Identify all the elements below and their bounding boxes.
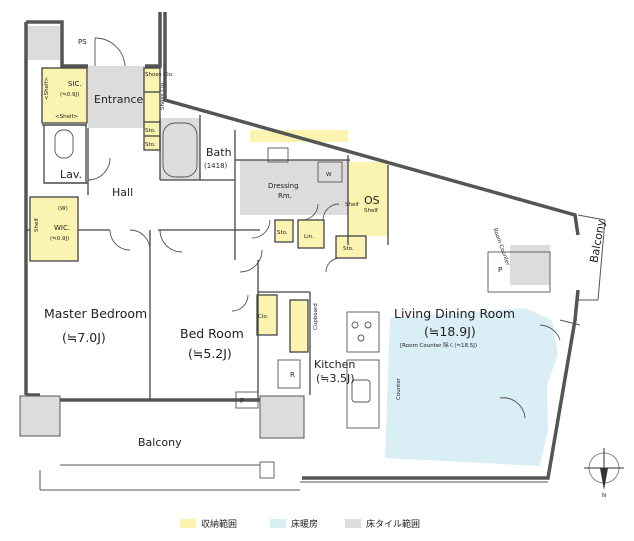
pillar-middle [259, 395, 305, 439]
storage-wic [30, 197, 78, 261]
label-os: OS [364, 194, 380, 207]
pipe-space-bottom [235, 391, 259, 409]
label-sto-dressing: Sto. [277, 230, 288, 236]
tile-area-balcony-pillar [510, 245, 550, 285]
label-lav: Lav. [60, 168, 82, 181]
label-wic-shelf: Shelf [34, 217, 40, 232]
tile-area-ps [26, 26, 60, 60]
tile-area-entrance [88, 66, 145, 128]
door-swings [87, 37, 561, 419]
compass-north-label: N [602, 493, 606, 499]
pipe-space-right [487, 251, 551, 293]
storage-sic [42, 68, 87, 123]
legend-storage-label: 収納範囲 [201, 520, 238, 530]
label-entrance: Entrance [94, 93, 144, 106]
label-room-counter: Room Counter [491, 227, 510, 267]
label-sto-entrance-1: Sto. [145, 128, 156, 134]
storage-os [348, 162, 388, 236]
label-wic-w: (W) [58, 206, 68, 212]
label-clo: Clo. [258, 314, 269, 320]
label-bed-room: Bed Room [180, 326, 244, 341]
label-counter: Counter [396, 377, 402, 400]
label-os-shelf-left: Shelf [345, 202, 360, 208]
label-shoes-clo-2: Shoes Clo. [160, 81, 166, 110]
label-shelf-left: <Shelf> [44, 77, 50, 100]
interior-walls [26, 67, 389, 400]
label-kitchen-area: (≒3.5J) [316, 372, 355, 385]
label-living: Living Dining Room [394, 306, 515, 321]
label-dressing-1: Dressing [268, 182, 299, 190]
label-balcony-bottom: Balcony [138, 436, 182, 449]
sink-icon [351, 379, 371, 403]
label-bath: Bath [206, 146, 232, 159]
label-wic-area: (≒0.9J) [50, 236, 69, 242]
label-dressing-2: Rm. [278, 192, 292, 200]
balcony-right-outline [559, 214, 606, 326]
legend-tile: 床タイル範囲 [345, 517, 420, 530]
label-master-area: (≒7.0J) [62, 330, 106, 345]
storage-cupboard [290, 300, 308, 352]
label-os-shelf: Shelf [364, 208, 379, 214]
legend-tile-swatch [345, 519, 361, 528]
legend-storage-swatch [180, 519, 196, 528]
label-bed-area: (≒5.2J) [188, 346, 232, 361]
tile-area-bath [160, 118, 200, 180]
bathtub-icon [162, 122, 198, 178]
label-hall: Hall [112, 186, 133, 199]
toilet-icon [54, 129, 74, 159]
label-bath-size: (1418) [204, 162, 228, 170]
label-sto-entrance-2: Sto. [145, 142, 156, 148]
storage-sto-os [336, 236, 366, 258]
label-ps: PS [78, 38, 87, 46]
label-wic: WIC. [54, 224, 70, 232]
legend-floor-heating: 床暖房 [270, 517, 318, 530]
balcony-bottom-outline [39, 464, 548, 491]
label-master-bedroom: Master Bedroom [44, 306, 147, 321]
fixtures [54, 122, 551, 479]
storage-lin [298, 220, 324, 248]
label-sic-area: (≒0.9J) [60, 92, 79, 98]
label-living-note: [Room Counter 除く(≒18.5J) [400, 341, 477, 349]
counter-icon [346, 359, 380, 429]
label-p-bottom: P [240, 397, 244, 405]
compass [584, 448, 624, 490]
legend-floor-heating-label: 床暖房 [291, 520, 319, 530]
label-r: R [290, 371, 295, 379]
outdoor-unit-icon [259, 461, 275, 479]
label-p-right: P [498, 266, 502, 274]
legend-storage: 収納範囲 [180, 517, 237, 530]
storage-sto-dressing [275, 220, 293, 242]
fridge-space [277, 359, 301, 389]
floor-heating-area [385, 308, 558, 466]
label-balcony-right: Balcony [587, 218, 607, 264]
label-shoes-clo-1: Shoes Clo. [145, 72, 174, 78]
label-sic: SIC. [68, 80, 82, 88]
label-sto-os: Sto. [343, 246, 354, 252]
legend-floor-heating-swatch [270, 519, 286, 528]
legend-tile-label: 床タイル範囲 [366, 520, 421, 530]
storage-shoes-clo [144, 68, 160, 150]
tile-area-dressing [240, 160, 350, 215]
pillar-left [19, 395, 61, 437]
wash-basin-icon [267, 147, 289, 163]
label-lin: Lin. [304, 234, 314, 240]
label-w: W [326, 172, 332, 178]
label-living-area: (≒18.9J) [424, 324, 476, 339]
cooktop-icon [346, 311, 380, 353]
label-shelf-bottom: <Shelf> [55, 114, 78, 120]
storage-clo [257, 295, 277, 335]
washer-icon [317, 161, 343, 183]
label-cupboard: Cupboard [313, 303, 319, 330]
label-kitchen: Kitchen [314, 358, 355, 371]
